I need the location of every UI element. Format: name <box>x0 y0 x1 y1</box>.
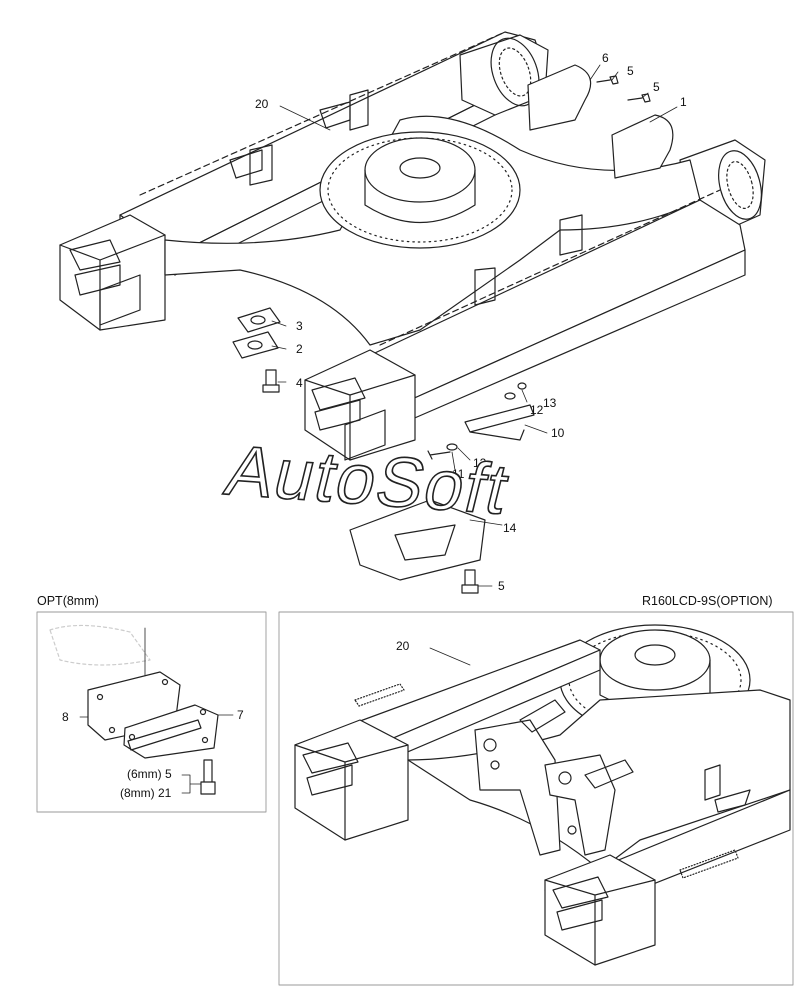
callout-4: 4 <box>296 376 303 390</box>
callout-12a: 12 <box>530 403 544 417</box>
callout-11: 11 <box>452 467 465 481</box>
callout-20: 20 <box>255 97 269 111</box>
opt-panel-frame <box>36 611 267 813</box>
callout-1: 1 <box>680 95 687 109</box>
callout-12b: 12 <box>473 456 487 470</box>
opt-row-8mm: (8mm) 21 <box>120 786 172 800</box>
opt-callout-8: 8 <box>62 710 69 724</box>
callout-2: 2 <box>296 342 303 356</box>
main-leader-lines <box>271 64 678 587</box>
opt-panel-title: OPT(8mm) <box>37 594 99 608</box>
opt-row-6mm: (6mm) 5 <box>127 767 172 781</box>
callout-5c: 5 <box>498 579 505 593</box>
callout-5a: 5 <box>627 64 634 78</box>
callout-13: 13 <box>543 396 557 410</box>
option-panel-frame <box>278 611 794 986</box>
callout-6: 6 <box>602 51 609 65</box>
callout-5b: 5 <box>653 80 660 94</box>
callout-10: 10 <box>551 426 565 440</box>
callout-3: 3 <box>296 319 303 333</box>
option-callout-20: 20 <box>396 639 410 653</box>
callout-14: 14 <box>503 521 517 535</box>
option-panel-title: R160LCD-9S(OPTION) <box>642 594 773 608</box>
lower-frame-main <box>59 31 766 594</box>
opt-callout-7: 7 <box>237 708 244 722</box>
